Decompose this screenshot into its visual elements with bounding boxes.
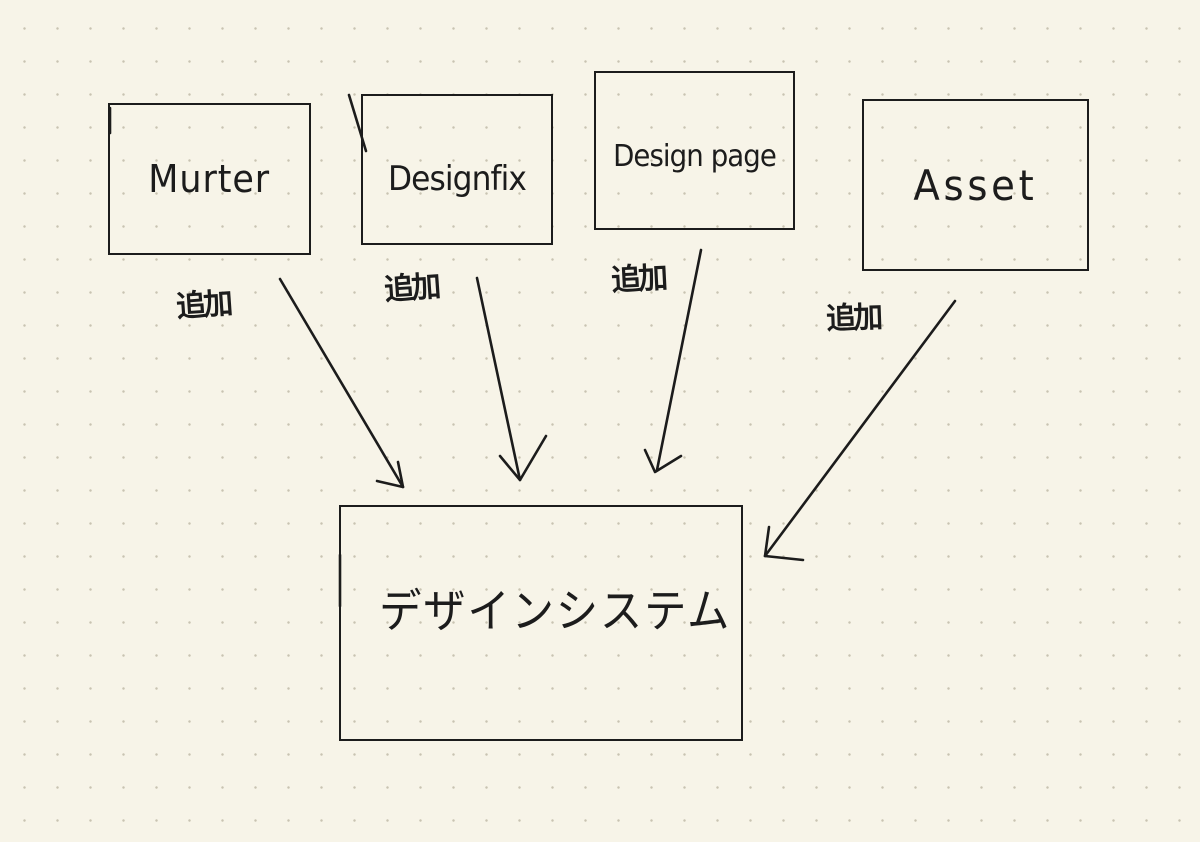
node-master: Murter — [108, 103, 311, 255]
node-designfix-label: Designfix — [388, 158, 527, 199]
arrow-master-to-design-system — [278, 277, 405, 489]
node-design-system-label: デザインシステム — [378, 584, 731, 638]
arrow-designpage-to-design-system — [655, 248, 703, 472]
arrow-asset-to-design-system — [763, 299, 957, 558]
arrow-designfix-to-design-system — [475, 276, 522, 482]
arrowhead-asset — [763, 525, 805, 562]
edge-label-designfix: 追加 — [383, 269, 440, 308]
node-designpage-label: Design page — [613, 139, 777, 174]
edge-label-asset: 追加 — [825, 300, 881, 337]
arrowhead-designfix — [498, 434, 548, 482]
edge-label-designpage: 追加 — [610, 260, 667, 299]
edge-label-master: 追加 — [175, 286, 232, 325]
node-asset: Asset — [862, 99, 1089, 271]
arrowhead-designpage — [643, 448, 683, 474]
node-asset-label: Asset — [913, 160, 1038, 210]
node-designpage: Design page — [594, 71, 795, 230]
arrowhead-master — [375, 460, 405, 489]
node-master-label: Murter — [148, 157, 271, 201]
node-designfix: Designfix — [361, 94, 553, 245]
node-design-system: デザインシステム — [339, 505, 743, 741]
sketch-stroke-designfix — [347, 93, 368, 153]
